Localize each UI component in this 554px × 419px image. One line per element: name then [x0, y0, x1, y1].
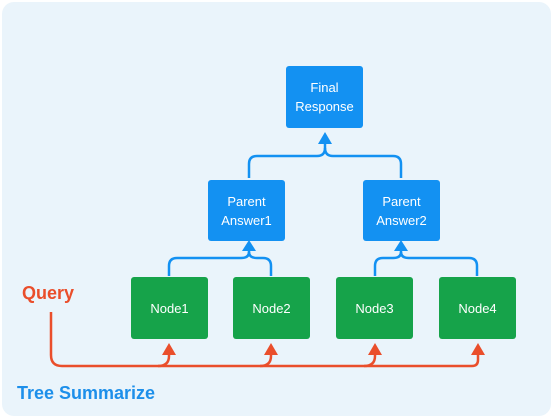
edge-node3-to-parent2 [373, 250, 403, 276]
node-leaf-1: Node1 [131, 277, 208, 339]
arrowhead-final [318, 132, 332, 144]
edge-node2-to-parent1 [247, 251, 273, 276]
node-leaf-3-label: Node3 [355, 300, 394, 316]
node-parent-answer1: Parent Answer1 [208, 180, 285, 241]
query-arrowhead-node3 [368, 343, 382, 355]
query-arrowhead-node1 [162, 343, 176, 355]
query-branch-node3 [363, 354, 377, 368]
node-leaf-3: Node3 [336, 277, 413, 339]
query-branch-node1 [157, 354, 171, 368]
node-parent-answer2: Parent Answer2 [363, 180, 440, 241]
query-label: Query [22, 283, 75, 303]
arrowhead-parent1 [242, 240, 256, 251]
node-parent-answer1-line2: Answer1 [221, 212, 272, 228]
diagram-title: Tree Summarize [17, 383, 156, 403]
edge-parent1-to-final [247, 143, 327, 178]
edge-node1-to-parent1 [167, 250, 251, 276]
query-branch-node2 [259, 354, 273, 368]
edge-node4-to-parent2 [399, 251, 479, 276]
node-final-response: Final Response [286, 66, 363, 128]
node-leaf-2: Node2 [233, 277, 310, 339]
query-line [49, 312, 480, 368]
edge-parent2-to-final [323, 147, 403, 178]
node-final-response-line1: Final [310, 80, 339, 95]
node-leaf-2-label: Node2 [252, 300, 291, 316]
node-parent-answer2-line2: Answer2 [376, 212, 427, 228]
query-arrowhead-node2 [264, 343, 278, 355]
node-leaf-4: Node4 [439, 277, 516, 339]
node-final-response-line2: Response [295, 99, 354, 114]
arrowhead-parent2 [394, 240, 408, 251]
node-leaf-1-label: Node1 [150, 300, 189, 316]
node-leaf-4-label: Node4 [458, 300, 497, 316]
node-parent-answer1-line1: Parent [227, 193, 266, 209]
query-arrowhead-node4 [471, 343, 485, 355]
node-parent-answer2-line1: Parent [382, 193, 421, 209]
